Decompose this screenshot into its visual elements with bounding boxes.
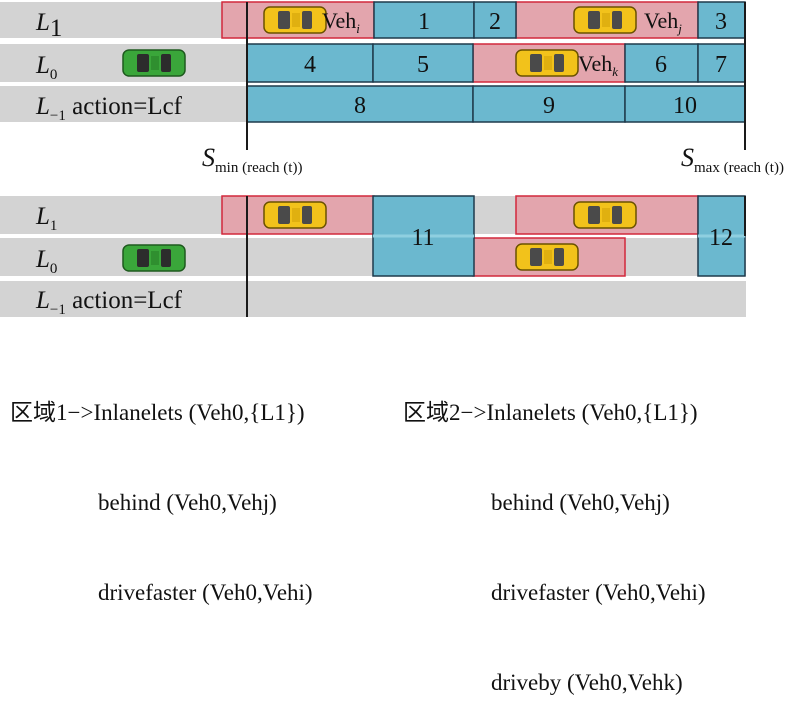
region-6 [624, 43, 699, 83]
vehicle-j-car-icon [573, 6, 637, 34]
region-label-9: 9 [543, 93, 555, 119]
ego-vehicle-car-icon [122, 49, 186, 77]
s-min-label: Smin (reach (t)) [202, 143, 302, 176]
region-label-5: 5 [417, 52, 429, 78]
bottom-lane-label-Lm1: L−1 action=Lcf [35, 287, 183, 318]
caption-region-1: 区域1−>Inlanelets (Veh0,{L1}) behind (Veh0… [10, 338, 313, 638]
bottom-lane-Lm1-bg [0, 281, 746, 317]
region-label-3: 3 [715, 9, 727, 35]
region-label-1: 1 [418, 9, 430, 35]
caption-region-1-head: 区域1−>Inlanelets (Veh0,{L1}) [10, 400, 305, 425]
region-label-8: 8 [354, 93, 366, 119]
vehicle-k-car-icon [515, 49, 579, 77]
vehicle-i-label: Vehi [322, 8, 360, 36]
caption-region-2-line-1: behind (Veh0,Vehj) [491, 490, 670, 515]
bottom-vehicle-k-car-icon [515, 243, 579, 271]
caption-region-1-line-1: behind (Veh0,Vehj) [98, 490, 277, 515]
region-8 [246, 85, 474, 123]
vehicle-i-car-icon [263, 6, 327, 34]
region-label-11: 11 [411, 225, 434, 251]
caption-region-2-head: 区域2−>Inlanelets (Veh0,{L1}) [403, 400, 698, 425]
region-4 [246, 43, 374, 83]
top-lane-label-Lm1: L−1 action=Lcf [35, 93, 183, 124]
caption-region-2: 区域2−>Inlanelets (Veh0,{L1}) behind (Veh0… [403, 338, 706, 728]
region-label-2: 2 [489, 9, 501, 35]
vehicle-k-label: Vehk [578, 51, 618, 79]
region-5 [372, 43, 474, 83]
caption-region-2-line-2: drivefaster (Veh0,Vehi) [491, 580, 706, 605]
region-1 [373, 1, 475, 39]
region-label-10: 10 [673, 93, 697, 119]
region-10 [624, 85, 746, 123]
bottom-ego-vehicle-car-icon [122, 244, 186, 272]
s-max-label: Smax (reach (t)) [681, 143, 784, 176]
region-label-4: 4 [304, 52, 316, 78]
region-2 [473, 1, 517, 39]
caption-region-2-line-3: driveby (Veh0,Vehk) [491, 670, 683, 695]
region-label-6: 6 [655, 52, 667, 78]
region-9 [472, 85, 626, 123]
region-label-7: 7 [715, 52, 727, 78]
region-7 [697, 43, 746, 83]
caption-region-1-line-2: drivefaster (Veh0,Vehi) [98, 580, 313, 605]
vehicle-j-label: Vehj [644, 8, 682, 36]
bottom-vehicle-i-car-icon [263, 201, 327, 229]
bottom-vehicle-j-car-icon [573, 201, 637, 229]
region-label-12: 12 [709, 225, 733, 251]
scenario-diagram: L1 L0 L−1 action=Lcf 1 2 3 4 5 6 7 8 9 1… [0, 1, 784, 318]
